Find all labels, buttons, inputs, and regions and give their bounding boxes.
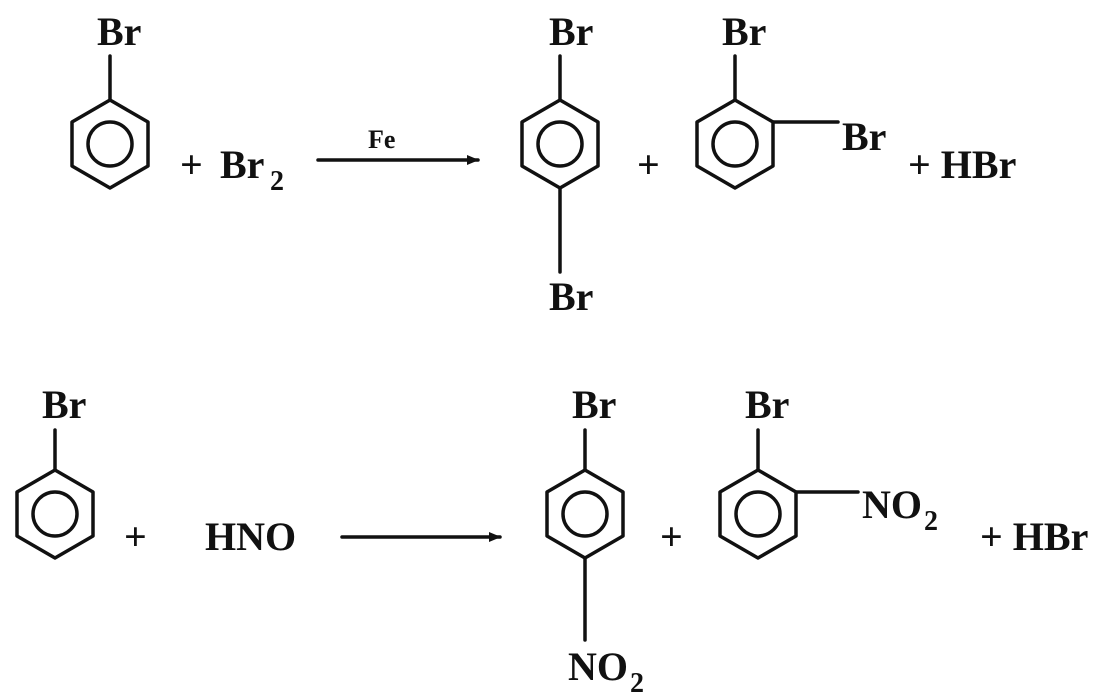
reagent-subscript: 2: [270, 166, 284, 197]
ortho-top-bromine-label: Br: [722, 9, 766, 54]
reaction-1: Br + Br 2 Fe Br Br + Br: [70, 9, 1016, 319]
bromobenzene-reactant-1: Br: [70, 9, 150, 190]
ortho-side-bromine-label: Br: [842, 114, 886, 159]
ortho-bromonitrobenzene: Br NO 2: [718, 382, 938, 560]
benzene-ring: [695, 98, 775, 190]
aromatic-circle: [711, 120, 759, 168]
aromatic-circle: [86, 120, 134, 168]
para-bromine-label: Br: [572, 382, 616, 427]
plus-sign: +: [124, 514, 147, 559]
para-top-bromine-label: Br: [549, 9, 593, 54]
reactant-bromine-label: Br: [42, 382, 86, 427]
hbr-byproduct: + HBr: [908, 142, 1016, 187]
nitric-acid-reagent: HNO: [205, 514, 296, 559]
benzene-ring: [545, 468, 625, 560]
bromobenzene-reactant-2: Br: [15, 382, 95, 560]
ortho-nitro-label: NO: [862, 482, 922, 527]
para-nitro-label: NO: [568, 644, 628, 689]
benzene-ring: [15, 468, 95, 560]
benzene-ring: [70, 98, 150, 190]
catalyst-label: Fe: [368, 125, 395, 154]
reactant-bromine-label: Br: [97, 9, 141, 54]
benzene-ring: [520, 98, 600, 190]
plus-sign: +: [660, 514, 683, 559]
reaction-arrow-1: Fe: [316, 125, 480, 165]
reaction-2: Br + HNO Br NO 2 + Br NO 2: [15, 382, 1088, 695]
para-bromonitrobenzene: Br NO 2: [545, 382, 644, 695]
bromine-reagent: Br 2: [220, 142, 284, 197]
aromatic-circle: [536, 120, 584, 168]
reagent-formula: Br: [220, 142, 264, 187]
aromatic-circle: [734, 490, 782, 538]
ortho-nitro-subscript: 2: [924, 506, 938, 537]
aromatic-circle: [31, 490, 79, 538]
benzene-ring: [718, 468, 798, 560]
hbr-byproduct: + HBr: [980, 514, 1088, 559]
para-dibromobenzene: Br Br: [520, 9, 600, 319]
plus-sign: +: [637, 142, 660, 187]
ortho-bromine-label: Br: [745, 382, 789, 427]
ortho-dibromobenzene: Br Br: [695, 9, 886, 190]
para-bottom-bromine-label: Br: [549, 274, 593, 319]
plus-sign: +: [180, 142, 203, 187]
aromatic-circle: [561, 490, 609, 538]
para-nitro-subscript: 2: [630, 668, 644, 695]
